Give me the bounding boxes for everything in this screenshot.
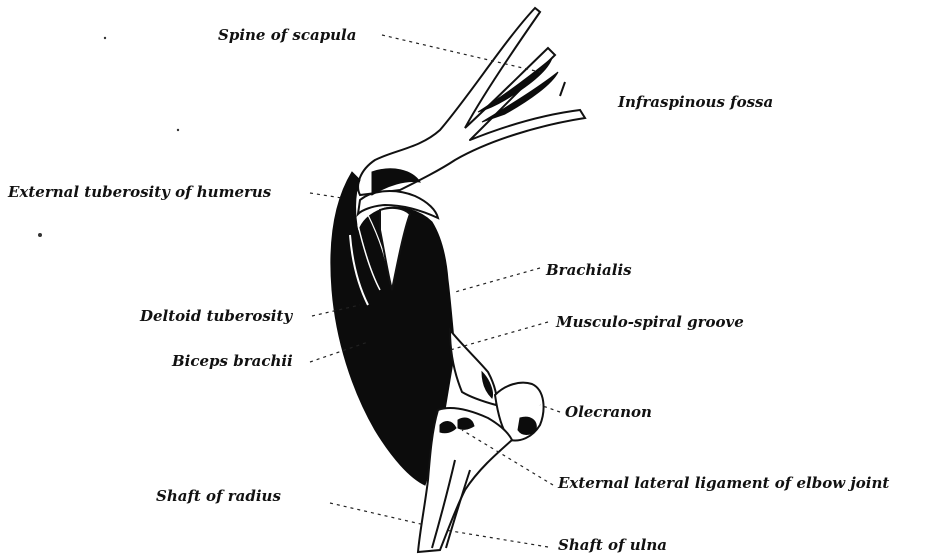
leader-external-tuberosity	[310, 193, 342, 198]
leader-brachialis	[455, 268, 540, 292]
label-shaft-of-ulna: Shaft of ulna	[558, 536, 667, 554]
label-external-tuberosity: External tuberosity of humerus	[8, 183, 271, 201]
label-deltoid-tuberosity: Deltoid tuberosity	[140, 307, 292, 325]
label-external-lateral-ligament: External lateral ligament of elbow joint	[558, 474, 889, 492]
speck	[38, 233, 42, 237]
label-biceps-brachii: Biceps brachii	[172, 352, 293, 370]
label-shaft-of-radius: Shaft of radius	[156, 487, 281, 505]
label-musculo-spiral-groove: Musculo-spiral groove	[556, 313, 744, 331]
label-infraspinous-fossa: Infraspinous fossa	[618, 93, 773, 111]
scapula	[358, 8, 585, 195]
leader-shaft-of-radius	[330, 503, 425, 525]
label-brachialis: Brachialis	[546, 261, 632, 279]
leader-shaft-of-ulna	[445, 530, 548, 547]
label-olecranon: Olecranon	[565, 403, 652, 421]
speck	[104, 37, 106, 39]
label-spine-of-scapula: Spine of scapula	[218, 26, 356, 44]
leader-musculo-spiral-groove	[450, 322, 548, 350]
speck	[177, 129, 179, 131]
